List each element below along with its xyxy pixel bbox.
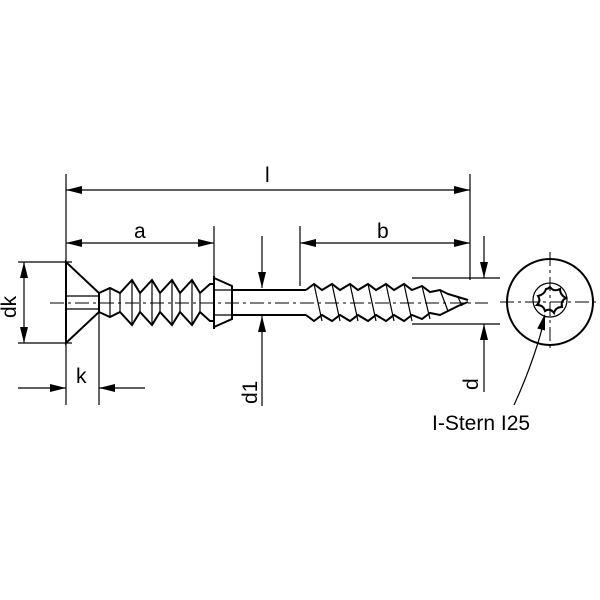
dimension-k: k	[18, 300, 145, 405]
dimension-d1: d1	[239, 236, 266, 406]
label-d: d	[460, 378, 483, 390]
torx-icon	[534, 285, 569, 316]
dimension-a: a	[66, 220, 215, 276]
label-d1: d1	[239, 381, 262, 404]
label-dk: dk	[0, 295, 21, 318]
dimension-l: l	[65, 164, 471, 280]
label-b: b	[377, 220, 389, 243]
screw-side-view	[50, 259, 488, 346]
label-a: a	[134, 220, 146, 243]
drive-label: I-Stern I25	[432, 412, 530, 435]
dimension-d: d	[412, 236, 500, 392]
dimension-dk: dk	[0, 261, 72, 344]
dimension-b: b	[299, 220, 470, 286]
screw-head-top-view: I-Stern I25	[432, 252, 600, 435]
label-k: k	[76, 365, 87, 388]
label-l: l	[265, 164, 270, 187]
